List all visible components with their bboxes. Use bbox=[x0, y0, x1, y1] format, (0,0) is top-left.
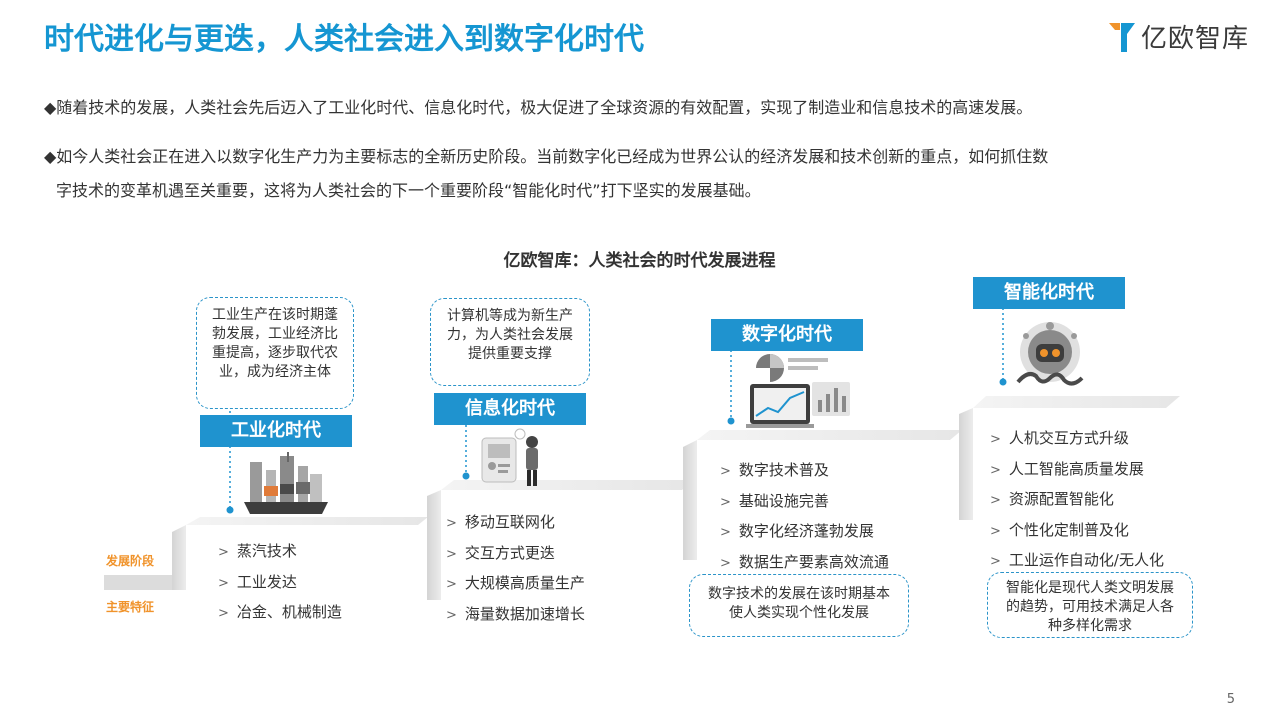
bullet-1: ◆随着技术的发展，人类社会先后迈入了工业化时代、信息化时代，极大促进了全球资源的… bbox=[44, 91, 1032, 125]
page-number: 5 bbox=[1226, 692, 1235, 707]
era-1-features: >蒸汽技术 >工业发达 >冶金、机械制造 bbox=[218, 537, 342, 629]
chevron-right-icon: > bbox=[990, 554, 1001, 569]
chevron-right-icon: > bbox=[218, 575, 229, 591]
feature-item: >数字技术普及 bbox=[720, 461, 829, 479]
feature-item: >人机交互方式升级 bbox=[990, 429, 1129, 447]
feature-item: >人工智能高质量发展 bbox=[990, 459, 1144, 478]
feature-item: >基础设施完善 bbox=[720, 491, 829, 510]
era-2-features: >移动互联网化 >交互方式更迭 >大规模高质量生产 >海量数据加速增长 bbox=[446, 508, 585, 630]
logo-mark-icon bbox=[1108, 22, 1135, 52]
chevron-right-icon: > bbox=[990, 493, 1001, 508]
chevron-right-icon: > bbox=[446, 607, 457, 623]
base-arrow bbox=[104, 575, 186, 590]
era-4-label: 智能化时代 bbox=[973, 277, 1125, 309]
step-1-riser bbox=[172, 525, 186, 590]
era-2-bubble: 计算机等成为新生产力，为人类社会发展提供重要支撑 bbox=[430, 298, 590, 386]
step-4-top bbox=[973, 396, 1180, 408]
chevron-right-icon: > bbox=[446, 516, 457, 531]
feature-item: >移动互联网化 bbox=[446, 513, 555, 531]
feature-item: >工业运作自动化/无人化 bbox=[990, 551, 1164, 569]
feature-item: >冶金、机械制造 bbox=[218, 603, 342, 621]
bullet-line: 字技术的变革机遇至关重要，这将为人类社会的下一个重要阶段“智能化时代”打下坚实的… bbox=[56, 181, 761, 200]
bullet-line: ◆随着技术的发展，人类社会先后迈入了工业化时代、信息化时代，极大促进了全球资源的… bbox=[44, 98, 1033, 117]
chevron-right-icon: > bbox=[720, 464, 731, 479]
cargo-ship-icon bbox=[244, 452, 328, 514]
diagram-title: 亿欧智库：人类社会的时代发展进程 bbox=[503, 251, 776, 271]
person-device-icon bbox=[481, 428, 538, 486]
feature-item: >海量数据加速增长 bbox=[446, 604, 585, 623]
step-1-top bbox=[186, 517, 428, 525]
feature-item: >蒸汽技术 bbox=[218, 542, 297, 560]
step-2-top bbox=[441, 480, 694, 490]
connector-2-dot bbox=[462, 472, 470, 480]
step-3-top bbox=[697, 430, 962, 440]
label-main-features: 主要特征 bbox=[106, 600, 155, 614]
chevron-right-icon: > bbox=[990, 523, 1001, 539]
feature-item: >数据生产要素高效流通 bbox=[720, 552, 889, 571]
chevron-right-icon: > bbox=[218, 606, 229, 621]
chevron-right-icon: > bbox=[720, 525, 731, 540]
ai-robot-icon bbox=[1016, 322, 1084, 386]
label-development-stage: 发展阶段 bbox=[106, 554, 155, 568]
chevron-right-icon: > bbox=[720, 494, 731, 510]
era-3-label: 数字化时代 bbox=[711, 319, 863, 351]
data-dashboard-icon bbox=[746, 354, 850, 428]
connector-1-dot bbox=[226, 506, 234, 514]
page-title: 时代进化与更迭，人类社会进入到数字化时代 bbox=[44, 22, 644, 57]
chevron-right-icon: > bbox=[446, 577, 457, 592]
era-4-bubble: 智能化是现代人类文明发展的趋势，可用技术满足人各种多样化需求 bbox=[987, 572, 1193, 638]
feature-item: >个性化定制普及化 bbox=[990, 520, 1129, 539]
logo: 亿欧智库 bbox=[1107, 18, 1249, 55]
chevron-right-icon: > bbox=[990, 462, 1001, 478]
logo-text: 亿欧智库 bbox=[1140, 24, 1249, 54]
feature-item: >工业发达 bbox=[218, 572, 297, 591]
chevron-right-icon: > bbox=[218, 545, 229, 560]
feature-item: >数字化经济蓬勃发展 bbox=[720, 522, 874, 540]
feature-item: >交互方式更迭 bbox=[446, 543, 555, 562]
bullet-2: ◆如今人类社会正在进入以数字化生产力为主要标志的全新历史阶段。当前数字化已经成为… bbox=[44, 140, 1048, 208]
step-4-riser bbox=[959, 408, 973, 520]
era-3-features: >数字技术普及 >基础设施完善 >数字化经济蓬勃发展 >数据生产要素高效流通 bbox=[720, 456, 889, 578]
era-1-label: 工业化时代 bbox=[200, 415, 352, 447]
era-2-label: 信息化时代 bbox=[434, 393, 586, 425]
era-1-bubble: 工业生产在该时期蓬勃发展，工业经济比重提高，逐步取代农业，成为经济主体 bbox=[196, 297, 354, 409]
chevron-right-icon: > bbox=[446, 546, 457, 562]
step-3-riser bbox=[683, 440, 697, 560]
feature-item: >大规模高质量生产 bbox=[446, 574, 585, 592]
step-2-riser bbox=[427, 490, 441, 600]
era-4-features: >人机交互方式升级 >人工智能高质量发展 >资源配置智能化 >个性化定制普及化 … bbox=[990, 424, 1164, 577]
chevron-right-icon: > bbox=[990, 432, 1001, 447]
feature-item: >资源配置智能化 bbox=[990, 490, 1114, 508]
connector-4-dot bbox=[999, 378, 1007, 386]
bullet-line: ◆如今人类社会正在进入以数字化生产力为主要标志的全新历史阶段。当前数字化已经成为… bbox=[44, 147, 1049, 166]
era-3-bubble: 数字技术的发展在该时期基本使人类实现个性化发展 bbox=[689, 574, 909, 637]
chevron-right-icon: > bbox=[720, 555, 731, 571]
connector-3-dot bbox=[727, 417, 735, 425]
